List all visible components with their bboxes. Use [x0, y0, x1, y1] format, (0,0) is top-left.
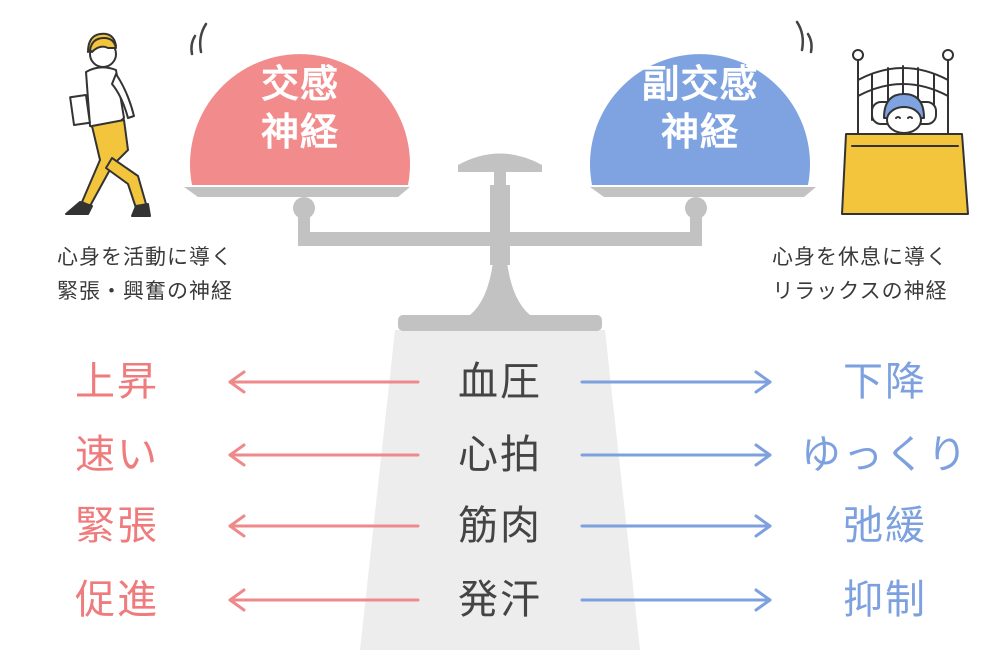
arrow-right-1: [580, 370, 772, 394]
parasympathetic-effect: 下降: [843, 359, 927, 405]
comparison-row-blood-pressure: 上昇 血圧 下降: [0, 352, 1000, 412]
parasympathetic-description-line1: 心身を休息に導く: [772, 245, 948, 269]
sympathetic-ball: [189, 54, 410, 185]
arrow-left-3: [228, 514, 420, 538]
parasympathetic-effect: 抑制: [843, 577, 927, 623]
arrow-right-2: [580, 443, 772, 467]
parasympathetic-label-line1: 副交感: [641, 62, 759, 106]
sympathetic-effect: 緊張: [75, 503, 159, 549]
sleeping-person-icon: [841, 49, 969, 215]
sympathetic-description: 心身を活動に導く 緊張・興奮の神経: [15, 240, 275, 308]
sympathetic-label-line2: 神経: [260, 110, 339, 154]
arrow-left-1: [228, 370, 420, 394]
pedestal: [360, 330, 640, 650]
body-function-label: 筋肉: [458, 503, 542, 549]
parasympathetic-label-line2: 神経: [660, 110, 739, 154]
comparison-row-heart-rate: 速い 心拍 ゆっくり: [0, 425, 1000, 485]
walking-person-icon: [65, 32, 151, 217]
sympathetic-effect: 上昇: [75, 359, 159, 405]
comparison-row-muscle: 緊張 筋肉 弛緩: [0, 496, 1000, 556]
wobble-marks-right: [795, 20, 813, 54]
sympathetic-description-line1: 心身を活動に導く: [57, 245, 233, 269]
sympathetic-description-line2: 緊張・興奮の神経: [57, 279, 233, 303]
parasympathetic-effect: ゆっくり: [801, 432, 969, 478]
body-function-label: 発汗: [458, 577, 542, 623]
parasympathetic-label: 副交感 神経: [600, 60, 800, 156]
sympathetic-label: 交感 神経: [200, 60, 400, 156]
body-function-label: 心拍: [458, 432, 542, 478]
wobble-marks-left: [190, 22, 208, 56]
parasympathetic-description: 心身を休息に導く リラックスの神経: [730, 240, 990, 308]
sympathetic-effect: 速い: [75, 432, 159, 478]
arrows: [228, 370, 772, 612]
body-function-label: 血圧: [458, 359, 542, 405]
arrow-left-2: [228, 443, 420, 467]
parasympathetic-description-line2: リラックスの神経: [772, 279, 948, 303]
comparison-row-sweating: 促進 発汗 抑制: [0, 570, 1000, 630]
parasympathetic-ball: [590, 54, 810, 185]
sympathetic-effect: 促進: [75, 577, 159, 623]
arrow-right-4: [580, 588, 772, 612]
sympathetic-label-line1: 交感: [260, 62, 339, 106]
balance-scale: [184, 153, 816, 331]
parasympathetic-effect: 弛緩: [843, 503, 927, 549]
arrow-left-4: [228, 588, 420, 612]
arrow-right-3: [580, 514, 772, 538]
